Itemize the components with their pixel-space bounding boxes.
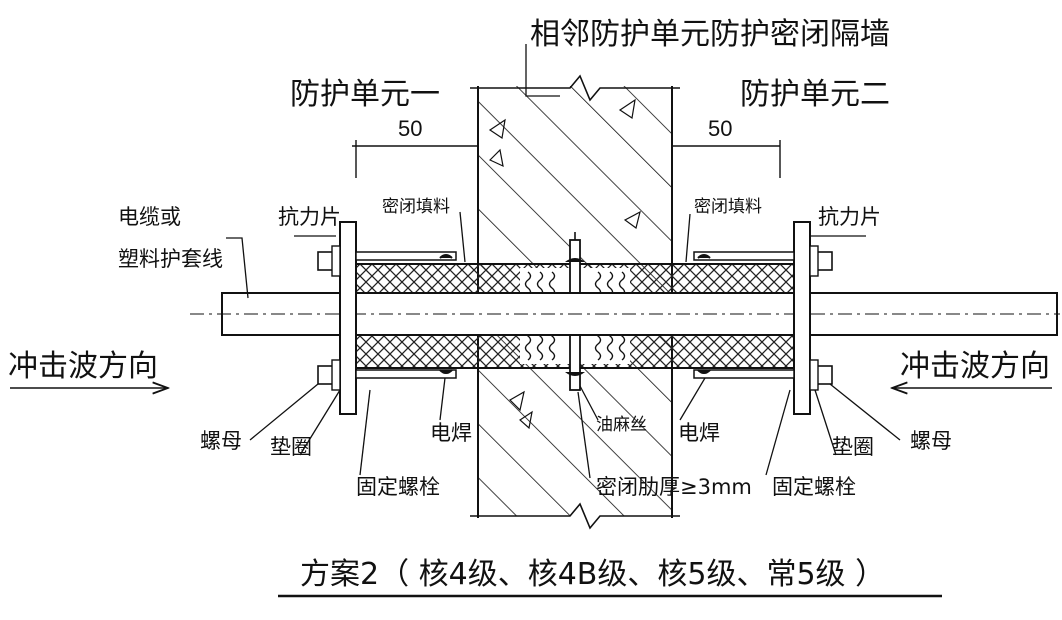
weld-left-label: 电焊 bbox=[430, 421, 472, 445]
shockwave-left-label: 冲击波方向 bbox=[8, 349, 158, 384]
dimension-lines bbox=[352, 140, 781, 178]
cable-label-line1: 电缆或 bbox=[118, 205, 181, 229]
anti-plate-right-label: 抗力片 bbox=[818, 205, 881, 229]
seal-rib-label: 密闭肋厚≥3mm bbox=[596, 475, 752, 499]
dimension-right: 50 bbox=[708, 116, 732, 141]
dimension-left: 50 bbox=[398, 116, 422, 141]
washer-left-label: 垫圈 bbox=[270, 435, 312, 459]
caption: 方案2（ 核4级、核4B级、核5级、常5级 ） bbox=[300, 557, 885, 592]
leader-lines bbox=[226, 44, 901, 479]
fixed-bolt-right-label: 固定螺栓 bbox=[772, 475, 856, 499]
shockwave-right-label: 冲击波方向 bbox=[900, 349, 1050, 384]
unit-right-label: 防护单元二 bbox=[740, 77, 890, 112]
washer-right-label: 垫圈 bbox=[832, 435, 874, 459]
unit-left-label: 防护单元一 bbox=[290, 77, 440, 112]
anti-plate-left-label: 抗力片 bbox=[278, 205, 341, 229]
cable bbox=[190, 292, 1060, 336]
oil-hemp-label: 油麻丝 bbox=[596, 415, 647, 435]
nut-right-label: 螺母 bbox=[910, 429, 952, 453]
center-weld bbox=[565, 258, 585, 376]
fixed-bolt-left-label: 固定螺栓 bbox=[356, 475, 440, 499]
weld-right-label: 电焊 bbox=[678, 421, 720, 445]
nut-left-label: 螺母 bbox=[200, 429, 242, 453]
right-flange bbox=[693, 221, 833, 415]
seal-fill-left-label: 密闭填料 bbox=[382, 197, 450, 217]
cable-label-line2: 塑料护套线 bbox=[118, 247, 223, 271]
wall-title: 相邻防护单元防护密闭隔墙 bbox=[530, 17, 890, 52]
left-flange bbox=[317, 221, 457, 415]
seal-fill-right-label: 密闭填料 bbox=[694, 197, 762, 217]
